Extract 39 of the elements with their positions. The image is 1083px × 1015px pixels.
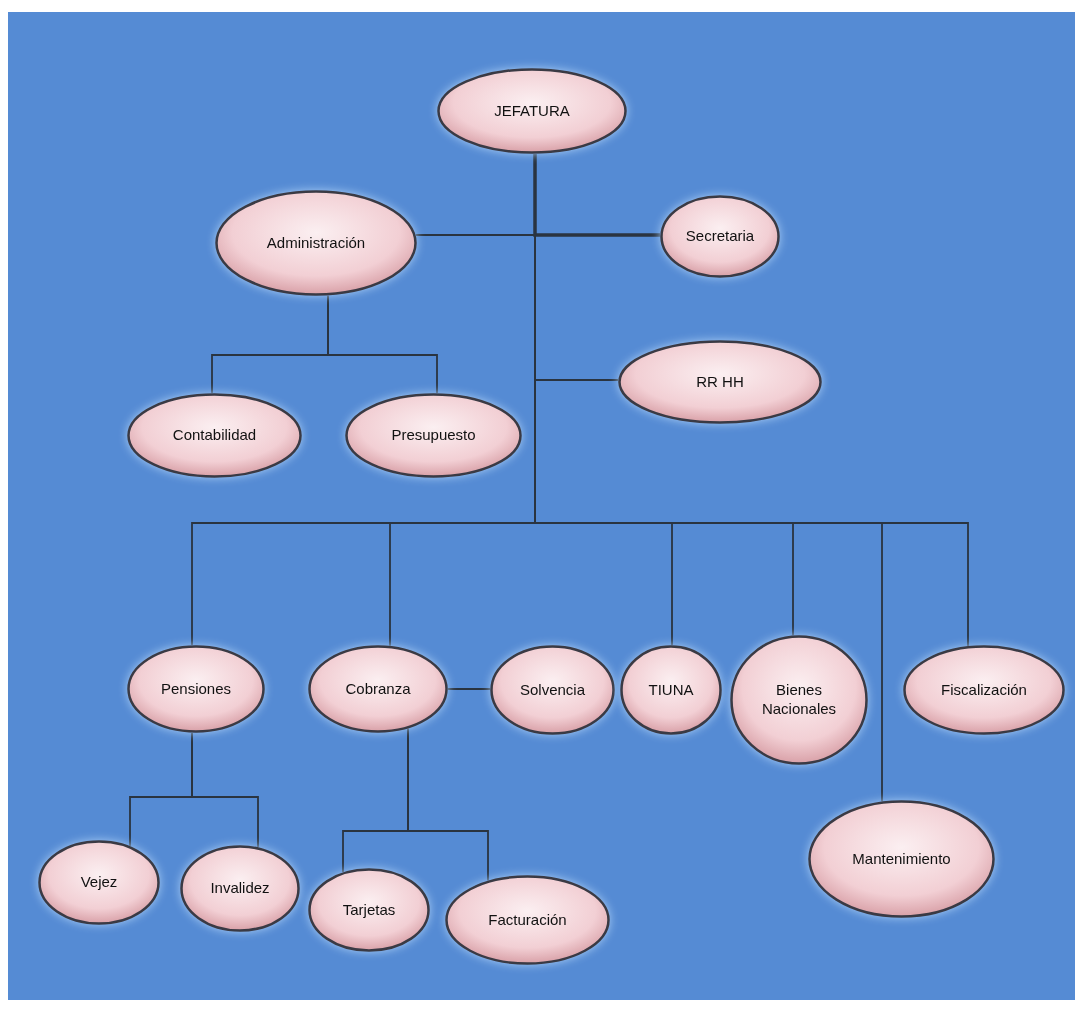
ellipse-node — [345, 393, 522, 478]
ellipse-node — [620, 645, 722, 735]
connector-line — [533, 154, 661, 237]
ellipse-node — [127, 393, 302, 478]
node-label: Cobranza — [345, 679, 411, 699]
node-label: RR HH — [696, 372, 744, 392]
connector-line — [327, 294, 438, 394]
ellipse-node — [437, 68, 627, 154]
ellipse-node — [730, 635, 868, 765]
node-label: Facturación — [488, 910, 567, 930]
node-label: Fiscalización — [941, 680, 1027, 700]
node-label: Invalidez — [210, 879, 270, 898]
ellipse-node — [808, 800, 995, 918]
ellipse-node — [490, 645, 615, 735]
connector-line — [191, 732, 259, 848]
ellipse-node — [127, 645, 265, 733]
node-label: Vejez — [80, 873, 118, 892]
node-label: Tarjetas — [342, 900, 396, 920]
ellipse-node — [618, 340, 822, 424]
node-label: Administración — [266, 233, 366, 253]
ellipse-node — [445, 875, 610, 965]
node-label: Bienes Nacionales — [760, 681, 838, 719]
connector-line — [407, 727, 489, 882]
ellipse-node — [180, 845, 300, 932]
ellipse-node — [903, 645, 1065, 735]
ellipse-node — [308, 645, 448, 733]
node-label: Pensiones — [160, 679, 232, 699]
ellipse-node — [38, 840, 160, 925]
node-label: Solvencia — [519, 680, 585, 700]
node-label: Presupuesto — [391, 426, 476, 445]
node-label: Secretaria — [685, 227, 755, 246]
connector-line — [447, 688, 491, 690]
node-label: TIUNA — [648, 680, 694, 700]
node-label: Contabilidad — [172, 426, 257, 445]
ellipse-node — [308, 868, 430, 952]
ellipse-node — [660, 195, 780, 278]
node-label: JEFATURA — [494, 101, 570, 121]
ellipse-node — [215, 190, 417, 296]
node-label: Mantenimiento — [852, 849, 951, 869]
